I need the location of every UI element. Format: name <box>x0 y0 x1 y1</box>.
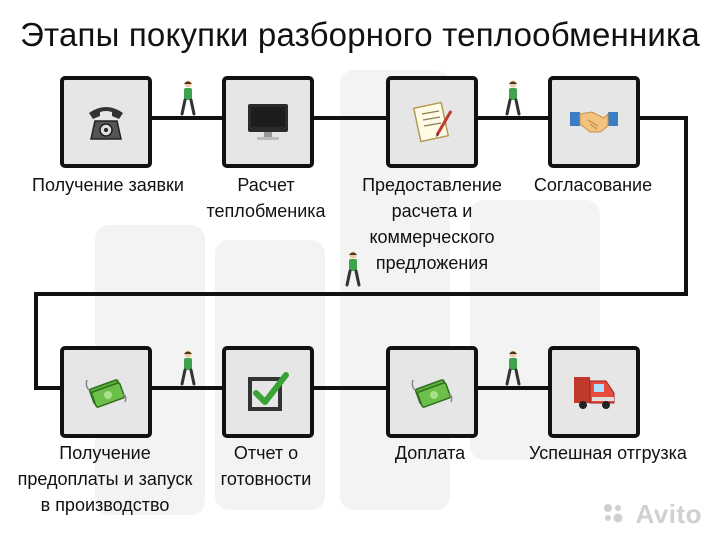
page-title: Этапы покупки разборного теплообменника <box>20 16 700 53</box>
step-label: Согласование <box>533 175 653 195</box>
step-box-payment <box>386 346 478 438</box>
step-label: Получение заявки <box>32 175 184 195</box>
money-icon <box>411 379 453 408</box>
walking-person-icon <box>505 80 521 116</box>
watermark: Avito <box>635 499 702 529</box>
document-icon <box>412 101 453 143</box>
step-box-request <box>60 76 152 168</box>
telephone-icon <box>89 107 123 140</box>
step-box-offer <box>386 76 478 168</box>
step-box-prepayment <box>60 346 152 438</box>
monitor-icon <box>248 104 288 140</box>
truck-icon <box>574 377 615 409</box>
money-icon <box>85 379 127 408</box>
walking-person-icon <box>180 350 196 386</box>
step-label: Успешная отгрузка <box>529 443 687 463</box>
step-box-shipment <box>548 346 640 438</box>
step-box-agreement <box>548 76 640 168</box>
avito-logo-icon <box>604 504 623 523</box>
step-box-calculation <box>222 76 314 168</box>
walking-person-icon <box>505 350 521 386</box>
step-label: Доплата <box>394 443 466 463</box>
walking-person-icon <box>180 80 196 116</box>
checkbox-icon <box>248 372 289 411</box>
walking-person-icon <box>345 251 361 287</box>
step-box-readiness <box>222 346 314 438</box>
handshake-icon <box>570 111 618 133</box>
